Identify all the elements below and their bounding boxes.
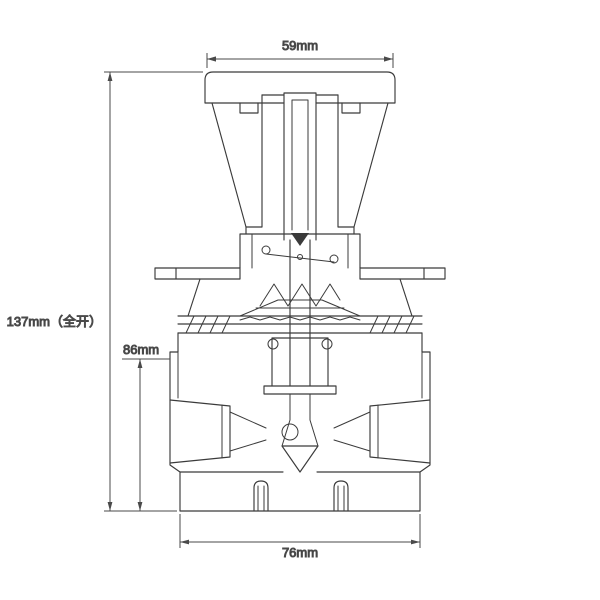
dimension-base-width: 76mm	[179, 514, 421, 561]
valve-body	[169, 332, 431, 512]
adjusting-screw	[283, 92, 317, 246]
dimension-label-top-width: 59mm	[282, 38, 318, 53]
valve-seat	[281, 423, 319, 473]
valve-drawing	[154, 71, 446, 512]
diaphragm-assembly	[177, 299, 423, 350]
mounting-plate	[154, 267, 446, 280]
hand-knob	[204, 71, 396, 228]
dimension-label-overall-height: 137mm（全开）	[7, 314, 102, 329]
dimension-label-base-width: 76mm	[282, 545, 318, 560]
side-ports	[169, 399, 431, 464]
spring-chamber	[187, 239, 413, 387]
valve-stem-guide	[263, 337, 337, 447]
bonnet	[239, 226, 361, 269]
dimension-overall-height: 137mm（全开）	[6, 71, 203, 512]
base-studs	[253, 480, 349, 512]
dimension-top-width: 59mm	[206, 38, 394, 68]
dimension-annotations: 59mm 137mm（全开） 86mm 76mm	[6, 38, 421, 561]
dimension-label-body-height: 86mm	[123, 342, 159, 357]
dimension-body-height: 86mm	[122, 342, 170, 511]
